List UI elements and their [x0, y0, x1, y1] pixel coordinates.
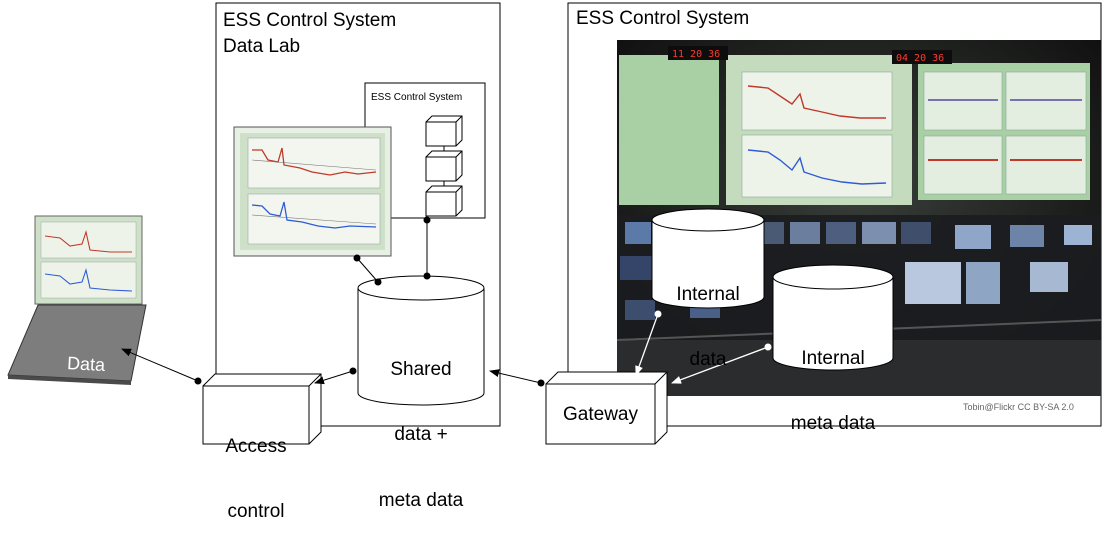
- clock-left: 11 20 36: [672, 49, 720, 60]
- shared-data-label: Shared data + meta data: [358, 315, 484, 533]
- gateway-box: [545, 371, 668, 445]
- shared-data-line2: data +: [394, 424, 448, 446]
- clock-right: 04 20 36: [896, 53, 944, 64]
- internal-meta-data-cylinder: [772, 264, 894, 371]
- shared-data-cylinder: [357, 275, 485, 406]
- internal-data-cylinder: [651, 208, 765, 309]
- system-block-2: [425, 150, 463, 182]
- access-line2: control: [227, 501, 285, 523]
- flow-arrows: [121, 310, 772, 387]
- data-user-laptop: [7, 215, 147, 385]
- architecture-diagram: 11 20 36 04 20 36: [7, 2, 1102, 445]
- shared-data-line3: meta data: [378, 489, 464, 511]
- system-block-1: [425, 115, 463, 147]
- datalab-connectors: [353, 216, 431, 286]
- gateway-label: Gateway: [563, 404, 638, 425]
- photo-credit: Tobin@Flickr CC BY-SA 2.0: [963, 402, 1074, 412]
- datalab-title-line1: ESS Control System: [223, 10, 397, 31]
- datalab-title-line2: Data Lab: [223, 36, 301, 57]
- shared-data-line1: Shared: [390, 358, 452, 380]
- data-user-line1: Data: [66, 353, 106, 376]
- access-control-label: Access control: [203, 392, 309, 545]
- access-control-box: [202, 373, 322, 445]
- datalab-screen-image: [233, 126, 392, 257]
- internal-meta-line1: Internal: [801, 347, 865, 369]
- data-user-line2: user: [64, 415, 101, 438]
- internal-meta-data-label: Internal meta data: [773, 304, 893, 457]
- controlroom-title: ESS Control System: [576, 8, 750, 29]
- internal-data-label: Internal data: [652, 240, 764, 393]
- datalab-inner-title: ESS Control System: [371, 92, 463, 103]
- system-block-3: [425, 185, 463, 217]
- data-user-label: Data user: [36, 311, 133, 460]
- internal-meta-line2: meta data: [790, 413, 876, 435]
- internal-data-line2: data: [689, 349, 727, 371]
- inner-system-blocks: [425, 115, 463, 217]
- internal-data-line1: Internal: [676, 283, 740, 305]
- access-line1: Access: [225, 435, 287, 457]
